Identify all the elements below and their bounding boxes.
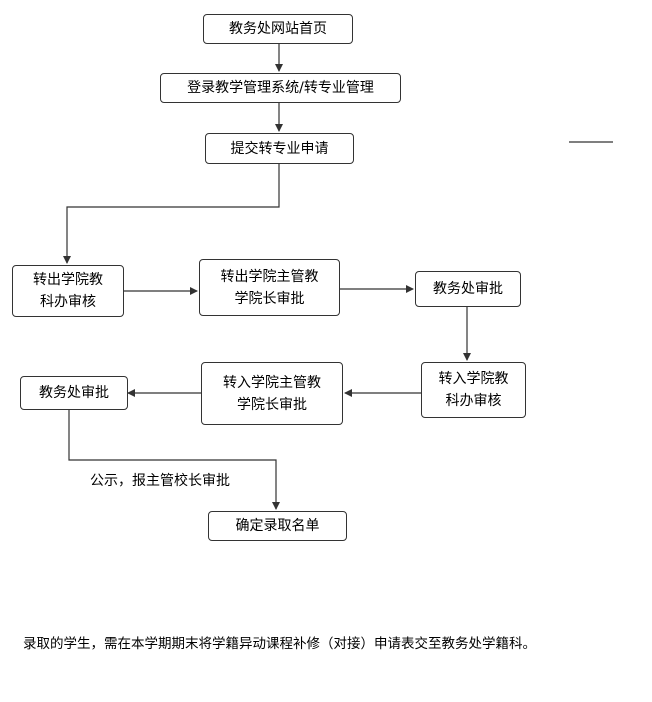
node-office-approve-1: 教务处审批 [415,271,521,307]
node-out-dean-approve: 转出学院主管教 学院长审批 [199,259,340,316]
node-homepage: 教务处网站首页 [203,14,353,44]
node-in-dean-approve: 转入学院主管教 学院长审批 [201,362,343,425]
footer-note: 录取的学生，需在本学期期末将学籍异动课程补修（对接）申请表交至教务处学籍科。 [23,636,536,652]
node-office-approve-2: 教务处审批 [20,376,128,410]
label-publicize: 公示，报主管校长审批 [90,473,230,489]
node-login: 登录教学管理系统/转专业管理 [160,73,401,103]
node-out-dept-review: 转出学院教 科办审核 [12,265,124,317]
arrow-submit-to-out-dept [63,164,280,264]
node-submit: 提交转专业申请 [205,133,354,164]
node-confirm-list: 确定录取名单 [208,511,347,541]
node-in-dept-review: 转入学院教 科办审核 [421,362,526,418]
arrow-office-2-to-confirm [68,410,280,510]
